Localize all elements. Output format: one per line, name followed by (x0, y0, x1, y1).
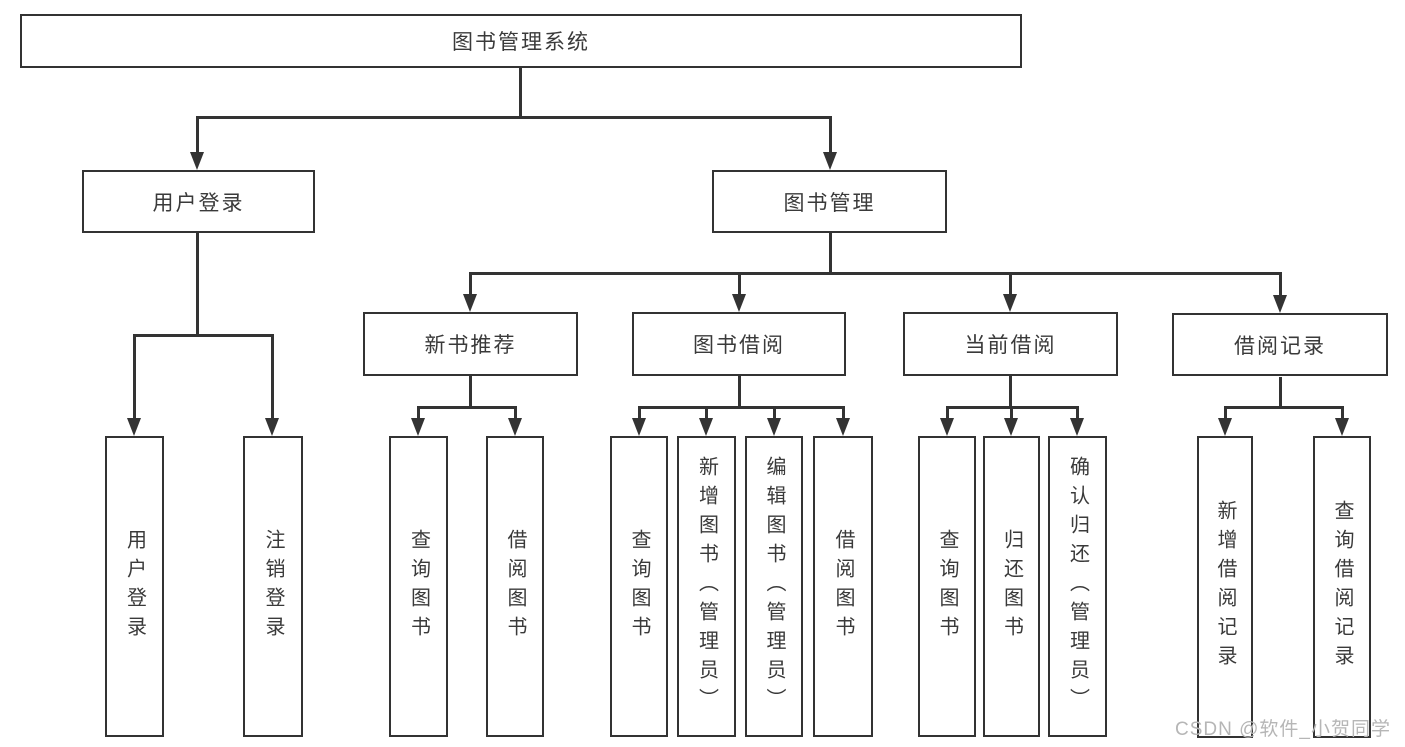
arrowhead-icon (265, 418, 279, 436)
connector-line-h-15 (417, 406, 516, 409)
node-add-borrow-record: 新增借阅记录 (1197, 436, 1253, 738)
connector-line-v-0 (518, 67, 522, 118)
connector-line-v-18 (737, 376, 741, 408)
arrowhead-icon (190, 152, 204, 170)
connector-line-v-6 (132, 334, 136, 422)
arrowhead-icon (508, 418, 522, 436)
node-logout-leaf: 注销登录 (243, 436, 303, 737)
connector-line-v-31 (1223, 406, 1227, 422)
arrowhead-icon (699, 418, 713, 436)
connector-line-v-11 (737, 272, 741, 298)
connector-line-v-12 (1008, 272, 1012, 298)
arrowhead-icon (463, 294, 477, 312)
arrowhead-icon (1003, 294, 1017, 312)
node-borrowing-records: 借阅记录 (1172, 313, 1388, 376)
connector-line-v-27 (1009, 406, 1013, 422)
connector-line-v-16 (416, 406, 420, 422)
node-borrow-books-rec: 借阅图书 (486, 436, 544, 737)
connector-line-v-32 (1340, 406, 1344, 422)
node-book-borrowing: 图书借阅 (632, 312, 846, 376)
connector-line-h-1 (196, 116, 831, 119)
connector-line-v-10 (468, 272, 472, 298)
connector-line-v-24 (1008, 376, 1012, 408)
connector-line-v-23 (841, 406, 845, 422)
arrowhead-icon (632, 418, 646, 436)
node-user-login: 用户登录 (82, 170, 315, 233)
node-book-management: 图书管理 (712, 170, 947, 233)
connector-line-v-29 (1278, 377, 1282, 408)
watermark-text: CSDN @软件_小贺同学 (1175, 719, 1391, 740)
connector-line-v-20 (637, 406, 641, 422)
connector-line-v-8 (828, 233, 832, 274)
connector-line-v-4 (195, 233, 199, 336)
node-query-books-rec: 查询图书 (389, 436, 448, 737)
connector-line-h-19 (638, 406, 844, 409)
node-current-borrowing: 当前借阅 (903, 312, 1118, 376)
node-query-borrow-record: 查询借阅记录 (1313, 436, 1371, 738)
arrowhead-icon (411, 418, 425, 436)
arrowhead-icon (767, 418, 781, 436)
node-return-books: 归还图书 (983, 436, 1040, 737)
arrowhead-icon (127, 418, 141, 436)
node-add-books-admin: 新增图书（管理员） (677, 436, 736, 737)
arrowhead-icon (1004, 418, 1018, 436)
arrowhead-icon (1218, 418, 1232, 436)
node-edit-books-admin: 编辑图书（管理员） (745, 436, 803, 737)
connector-line-v-22 (772, 406, 776, 422)
connector-line-v-2 (195, 116, 199, 156)
connector-line-v-28 (1075, 406, 1079, 422)
arrowhead-icon (732, 294, 746, 312)
arrowhead-icon (836, 418, 850, 436)
node-root: 图书管理系统 (20, 14, 1022, 68)
connector-line-v-17 (513, 406, 517, 422)
connector-line-v-13 (1278, 272, 1282, 299)
connector-line-h-30 (1224, 406, 1343, 409)
arrowhead-icon (1273, 295, 1287, 313)
node-user-login-leaf: 用户登录 (105, 436, 164, 737)
connector-line-v-14 (468, 376, 472, 408)
connector-line-v-7 (270, 334, 274, 422)
arrowhead-icon (940, 418, 954, 436)
connector-line-h-9 (469, 272, 1281, 275)
node-query-books-borrow: 查询图书 (610, 436, 668, 737)
connector-line-v-21 (704, 406, 708, 422)
arrowhead-icon (1335, 418, 1349, 436)
node-query-books-current: 查询图书 (918, 436, 976, 737)
connector-line-h-5 (133, 334, 273, 337)
node-new-book-recommend: 新书推荐 (363, 312, 578, 376)
arrowhead-icon (823, 152, 837, 170)
connector-line-v-3 (828, 116, 832, 156)
node-confirm-return-admin: 确认归还（管理员） (1048, 436, 1107, 737)
node-borrow-books-borrow: 借阅图书 (813, 436, 873, 737)
arrowhead-icon (1070, 418, 1084, 436)
connector-line-v-26 (945, 406, 949, 422)
